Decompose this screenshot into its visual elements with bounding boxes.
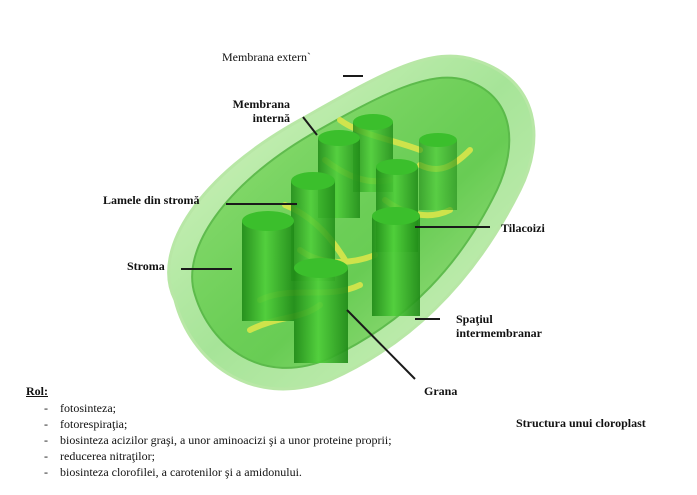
granum-stack <box>372 207 420 316</box>
figure-caption: Structura unui cloroplast <box>516 416 646 430</box>
label-stroma: Stroma <box>127 259 165 273</box>
label-intermembrane-line2: intermembranar <box>456 326 542 340</box>
grana-stacks <box>242 114 457 363</box>
label-intermembrane-space: Spaţiul intermembranar <box>456 312 542 340</box>
leader-lines <box>181 75 490 380</box>
role-item: biosinteza clorofilei, a carotenilor şi … <box>26 464 392 480</box>
granum-stack <box>294 258 348 363</box>
granum-stack <box>419 133 457 210</box>
label-intermembrane-line1: Spaţiul <box>456 312 493 326</box>
role-item: fotorespiraţia; <box>26 416 392 432</box>
blank-area <box>370 376 520 406</box>
role-section: Rol: fotosinteza; fotorespiraţia; biosin… <box>26 384 392 480</box>
role-title: Rol: <box>26 384 48 398</box>
label-inner-membrane-line2: internă <box>252 111 290 125</box>
label-stroma-lamellae: Lamele din stromă <box>103 193 200 207</box>
label-thylakoids: Tilacoizi <box>501 221 545 235</box>
granum-stack <box>242 211 294 321</box>
label-grana: Grana <box>424 384 458 398</box>
label-outer-membrane: Membrana extern` <box>222 50 311 64</box>
role-item: reducerea nitraţilor; <box>26 448 392 464</box>
role-item: fotosinteza; <box>26 400 392 416</box>
label-inner-membrane: Membrana internă <box>214 97 290 125</box>
role-list: fotosinteza; fotorespiraţia; biosinteza … <box>26 400 392 480</box>
role-item: biosinteza acizilor graşi, a unor aminoa… <box>26 432 392 448</box>
label-inner-membrane-line1: Membrana <box>232 97 290 111</box>
